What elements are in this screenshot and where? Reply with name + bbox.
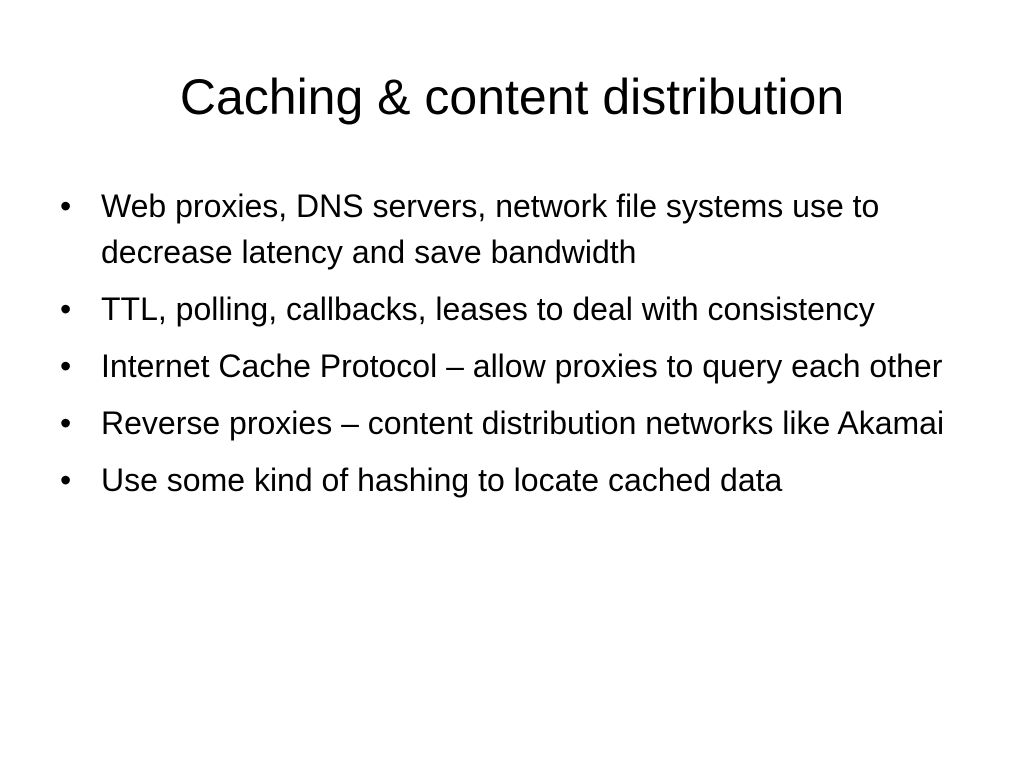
bullet-icon: • [60,348,72,384]
list-item: • Reverse proxies – content distribution… [60,400,960,446]
bullet-text: Reverse proxies – content distribution n… [101,405,945,441]
bullet-text: Use some kind of hashing to locate cache… [101,462,783,498]
slide-title: Caching & content distribution [179,69,845,125]
bullet-text: TTL, polling, callbacks, leases to deal … [101,291,875,327]
bullet-icon: • [60,462,72,498]
bullet-text: Internet Cache Protocol – allow proxies … [101,348,943,384]
bullet-icon: • [60,405,72,441]
bullet-text: Web proxies, DNS servers, network file s… [101,188,880,270]
list-item: • Internet Cache Protocol – allow proxie… [60,343,960,389]
bullet-list: • Web proxies, DNS servers, network file… [60,183,960,514]
list-item: • Use some kind of hashing to locate cac… [60,457,960,503]
list-item: • TTL, polling, callbacks, leases to dea… [60,286,960,332]
list-item: • Web proxies, DNS servers, network file… [60,183,960,275]
bullet-icon: • [60,188,72,224]
bullet-icon: • [60,291,72,327]
